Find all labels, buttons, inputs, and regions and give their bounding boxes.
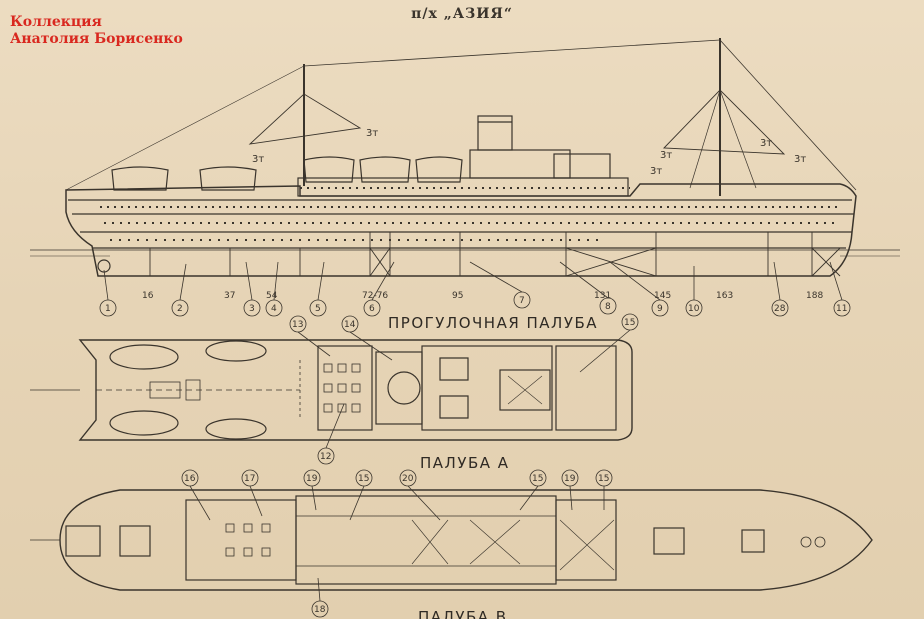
deck-a-callout: 16 (184, 474, 196, 484)
deck-a-callout: 17 (244, 474, 255, 484)
promenade-deck-plan (30, 339, 633, 441)
frame-number: 145 (654, 291, 671, 301)
frame-number: 54 (266, 291, 278, 301)
side-callout: 3 (249, 304, 255, 314)
side-callout: 28 (774, 304, 786, 314)
collection-watermark: Коллекция Анатолия Борисенко (10, 14, 183, 48)
side-callout: 5 (315, 304, 321, 314)
frame-number: 95 (452, 291, 463, 301)
side-callout: 1 (105, 304, 111, 314)
frame-number: 37 (224, 291, 235, 301)
crane-load-label: 3т (760, 138, 772, 149)
watermark-line-1: Коллекция (10, 14, 102, 30)
deck-a-callout: 15 (358, 474, 369, 484)
crane-load-label: 3т (366, 128, 378, 139)
side-callout: 6 (369, 304, 375, 314)
frame-number: 131 (594, 291, 611, 301)
deck-a-callout-numbers: 16 17 19 15 20 15 19 15 18 (184, 474, 609, 615)
promenade-deck-label: ПРОГУЛОЧНАЯ ПАЛУБА (388, 314, 598, 332)
frame-number: 163 (716, 291, 733, 301)
promenade-callout-circles (289, 313, 639, 465)
deck-b-label: ПАЛУБА В (418, 608, 508, 619)
side-callout-circles (99, 261, 851, 317)
deck-a-callout: 15 (598, 474, 609, 484)
side-callout: 11 (836, 304, 847, 314)
crane-loads: 3т 3т 3т 3т 3т 3т (252, 128, 806, 177)
promenade-callout: 12 (320, 452, 331, 462)
frame-number: 16 (142, 291, 154, 301)
frame-number: 188 (806, 291, 823, 301)
ship-title: п/х „АЗИЯ“ (411, 6, 513, 22)
crane-load-label: 3т (794, 154, 806, 165)
frame-numbers: 16 37 54 72-76 95 131 145 163 188 (142, 291, 823, 301)
deck-a-callout: 15 (532, 474, 543, 484)
frame-number: 72-76 (362, 291, 388, 301)
deck-a-label: ПАЛУБА А (420, 454, 510, 472)
lifeboats-side (111, 156, 463, 191)
crane-load-label: 3т (650, 166, 662, 177)
watermark-line-2: Анатолия Борисенко (10, 31, 183, 47)
deck-a-callout: 20 (402, 474, 414, 484)
hull-bulkheads (149, 232, 841, 277)
side-callout: 8 (605, 302, 611, 312)
deck-a-callout: 19 (306, 474, 318, 484)
promenade-callout: 14 (344, 320, 356, 330)
deck-a-plan (30, 489, 873, 591)
crane-load-label: 3т (252, 154, 264, 165)
promenade-callout-numbers: 13 14 15 12 (292, 318, 635, 462)
funnel (477, 115, 513, 151)
deck-a-callout: 19 (564, 474, 576, 484)
side-callout: 10 (688, 304, 700, 314)
crane-load-label: 3т (660, 150, 672, 161)
side-callout: 9 (657, 304, 663, 314)
side-callout: 2 (177, 304, 183, 314)
deck-a-callout-circles (181, 469, 613, 618)
hull-outline (65, 183, 857, 277)
side-callout: 4 (271, 304, 277, 314)
side-callout-numbers: 1 2 3 4 5 6 7 8 9 10 28 11 (105, 296, 847, 314)
side-callout: 7 (519, 296, 525, 306)
promenade-callout: 13 (292, 320, 303, 330)
deck-a-callout: 18 (314, 605, 326, 615)
promenade-callout: 15 (624, 318, 635, 328)
